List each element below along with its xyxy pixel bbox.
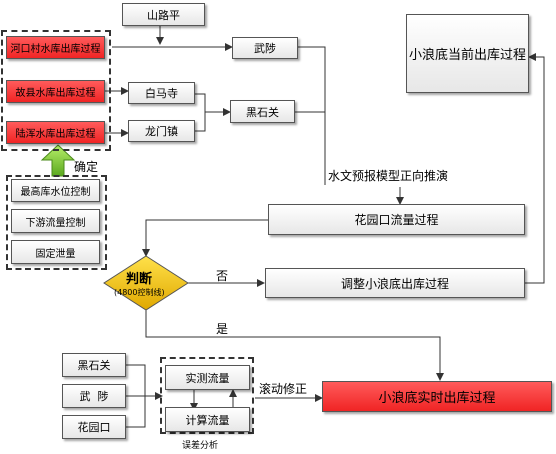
error-analysis-group (160, 357, 254, 434)
decision-title: 判断 (126, 272, 153, 287)
control-group (6, 175, 107, 270)
node-wuzhi-bottom: 武 陟 (62, 384, 126, 408)
node-adjust-xiaolangdi: 调整小浪底出库过程 (265, 268, 525, 298)
node-label: 白马寺 (145, 87, 178, 100)
node-label: 实测流量 (185, 371, 230, 385)
node-label: 黑石关 (77, 359, 111, 372)
node-wuzhi-top: 武陟 (232, 37, 298, 59)
node-label: 调整小浪底出库过程 (340, 276, 449, 291)
node-label: 武 陟 (79, 390, 109, 403)
node-downstream-flow: 下游流量控制 (11, 209, 100, 233)
node-label: 故县水库出库过程 (15, 88, 96, 99)
node-computed-flow: 计算流量 (165, 407, 250, 432)
node-label: 河口村水库出库过程 (10, 44, 101, 55)
node-label: 山路平 (147, 8, 180, 22)
node-label: 固定泄量 (35, 248, 76, 260)
node-label: 下游流量控制 (25, 217, 86, 229)
node-xiaolangdi-current: 小浪底当前出库过程 (406, 14, 529, 93)
node-label: 武陟 (254, 42, 276, 55)
node-label: 陆浑水库出库过程 (15, 129, 96, 140)
label-error-analysis: 误差分析 (182, 441, 219, 451)
node-hekoucun: 河口村水库出库过程 (6, 36, 105, 59)
node-label: 龙门镇 (145, 125, 178, 138)
decision-diamond (103, 255, 189, 311)
node-label: 黑石关 (246, 105, 279, 119)
node-label: 计算流量 (185, 413, 230, 427)
node-luhun: 陆浑水库出库过程 (6, 121, 105, 144)
node-shanluping: 山路平 (122, 3, 205, 26)
node-label: 小浪底实时出库过程 (378, 391, 496, 406)
node-huayuankou-flow: 花园口流量过程 (268, 204, 525, 235)
node-label: 最高库水位控制 (20, 187, 91, 198)
node-label: 花园口流量过程 (354, 213, 439, 227)
node-label: 花园口 (77, 421, 111, 434)
label-no: 否 (216, 269, 229, 283)
node-xiaolangdi-realtime: 小浪底实时出库过程 (322, 381, 552, 412)
node-huayuankou-bottom: 花园口 (62, 415, 126, 439)
reservoir-group (1, 30, 111, 151)
node-guxian: 故县水库出库过程 (6, 80, 105, 103)
node-heishiguan-bottom: 黑石关 (62, 353, 126, 377)
node-max-level: 最高库水位控制 (11, 179, 100, 202)
label-forecast: 水文预报模型正向推演 (328, 169, 449, 183)
node-heishiguan-top: 黑石关 (230, 100, 295, 123)
decision-subtitle: (4800控制线) (114, 288, 165, 297)
node-measured-flow: 实测流量 (165, 365, 250, 390)
node-longmenzhen: 龙门镇 (128, 120, 195, 142)
label-rolling-correction: 滚动修正 (259, 382, 308, 396)
node-fixed-discharge: 固定泄量 (11, 240, 100, 264)
node-label: 小浪底当前出库过程 (408, 48, 526, 63)
node-baimasi: 白马寺 (128, 82, 195, 104)
label-confirm: 确定 (74, 160, 99, 174)
label-yes: 是 (216, 322, 229, 336)
